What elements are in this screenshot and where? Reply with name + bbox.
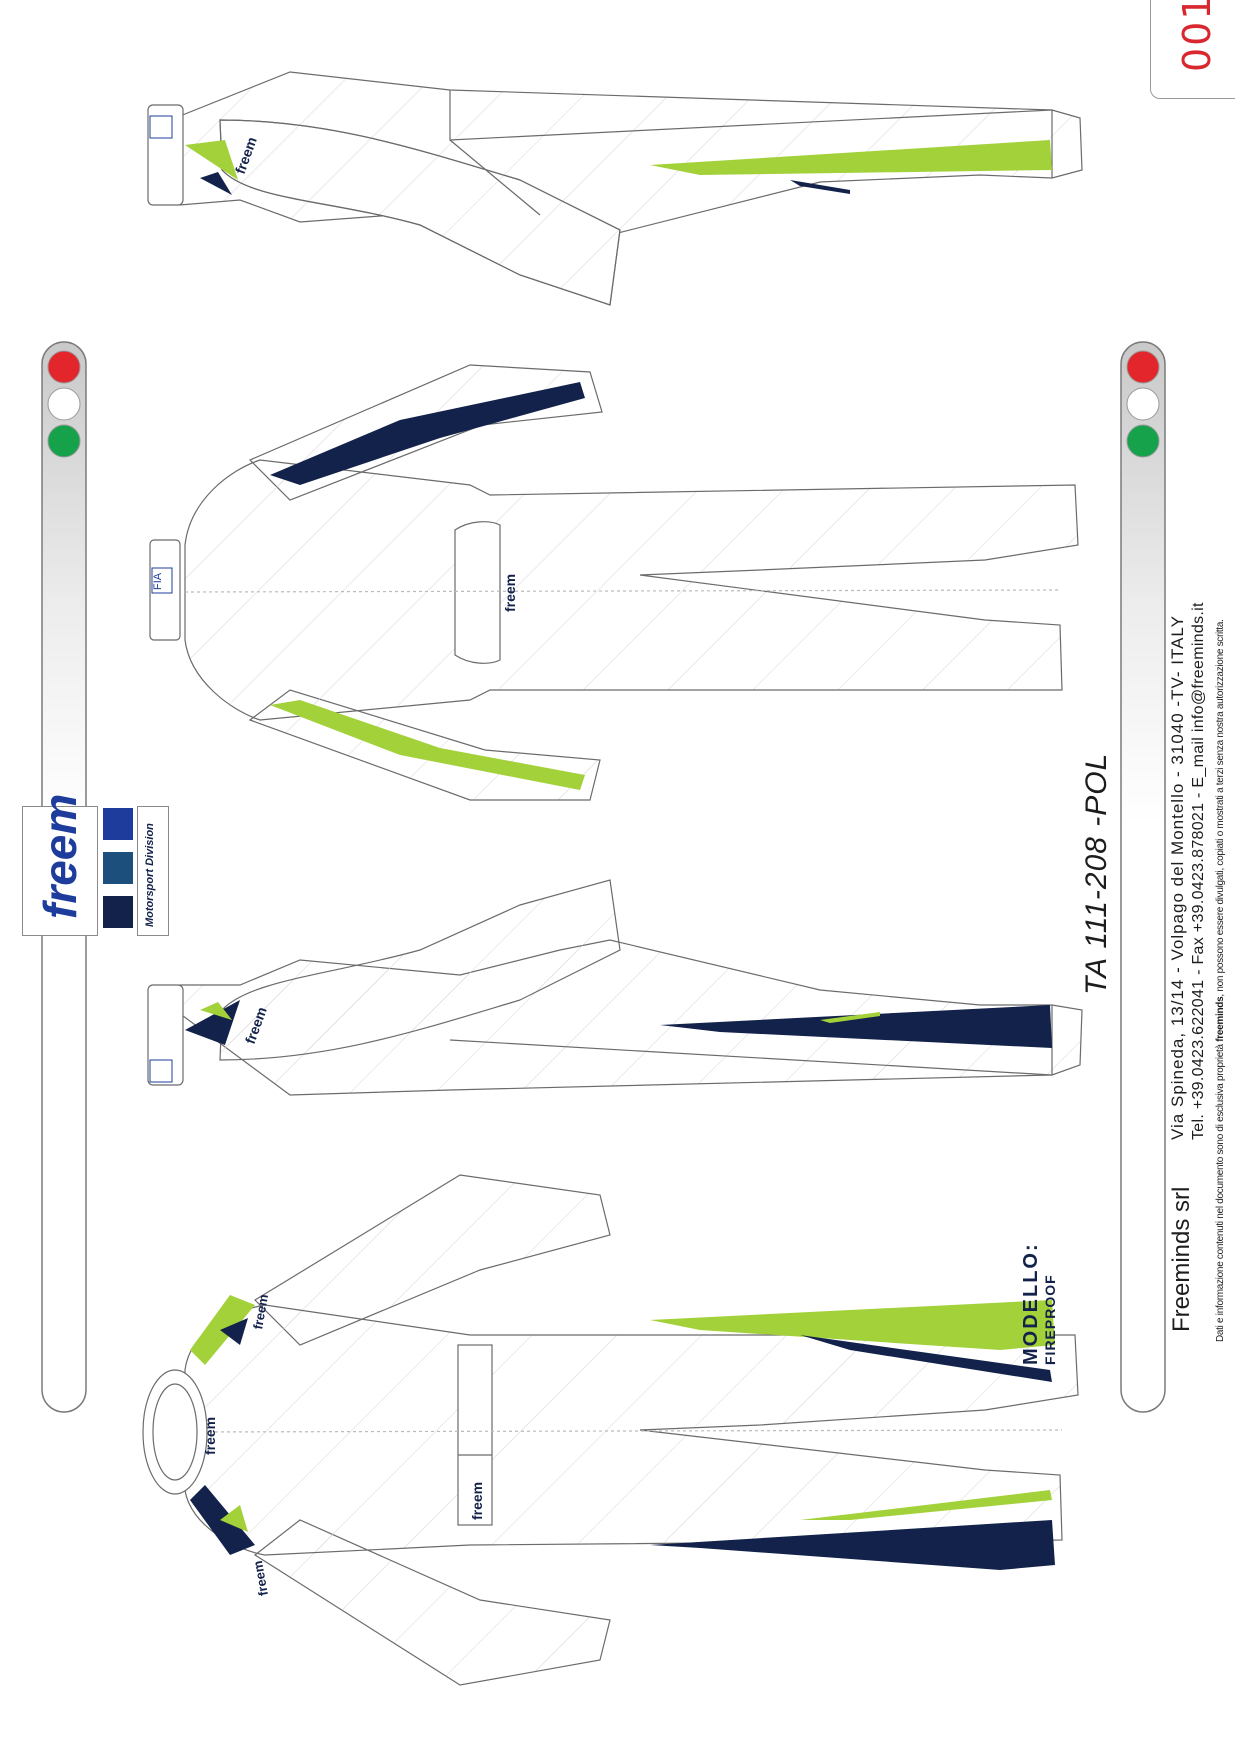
model-type: FIREPROOF [1042, 1274, 1058, 1365]
svg-text:freem: freem [250, 1293, 271, 1330]
svg-text:freem: freem [202, 1417, 218, 1455]
company-address: Via Spineda, 13/14 - Volpago del Montell… [1168, 615, 1187, 1140]
disclaimer-after: , non possono essere divulgati, copiati … [1215, 619, 1226, 997]
brand-logo: freem [22, 794, 98, 936]
logo-wordmark: freem [34, 793, 86, 919]
suit-side-view-2: freem [147, 879, 1083, 1096]
svg-text:FIA: FIA [152, 572, 164, 590]
svg-text:freem: freem [469, 1482, 485, 1520]
swatch-steel [103, 852, 133, 884]
flag-dot-red [1126, 350, 1160, 384]
company-name: Freeminds srl [1168, 1186, 1195, 1332]
flag-dot-red [47, 350, 81, 384]
svg-text:freem: freem [502, 574, 518, 612]
flag-dot-white [1126, 387, 1160, 421]
flag-dot-green [1126, 424, 1160, 458]
page-number: 001 [1175, 0, 1219, 72]
motorsport-division-text: Motorsport Division [144, 823, 156, 927]
right-color-bar [1120, 341, 1166, 1413]
model-label: MODELLO: [1020, 1242, 1042, 1365]
disclaimer-brand: freeminds [1215, 996, 1226, 1042]
model-code: TA 111-208 -POL [1080, 752, 1113, 995]
swatch-royal [103, 808, 133, 840]
suit-back-view: FIA freem [149, 364, 1079, 801]
flag-dot-white [47, 387, 81, 421]
suit-side-view-1: freem [147, 71, 1083, 306]
disclaimer-before: Dati e informazione contenuti nel docume… [1215, 1041, 1226, 1342]
page-number-box [1150, 0, 1235, 99]
motorsport-division-box: Motorsport Division [137, 806, 169, 936]
disclaimer: Dati e informazione contenuti nel docume… [1215, 619, 1226, 1342]
flag-dot-green [47, 424, 81, 458]
company-contacts: Tel. +39.0423.622041 - Fax +39.0423.8780… [1190, 602, 1207, 1140]
suit-front-view: freem freem freem freem [142, 1174, 1079, 1686]
svg-text:freem: freem [250, 1560, 271, 1597]
swatch-navy [103, 896, 133, 928]
